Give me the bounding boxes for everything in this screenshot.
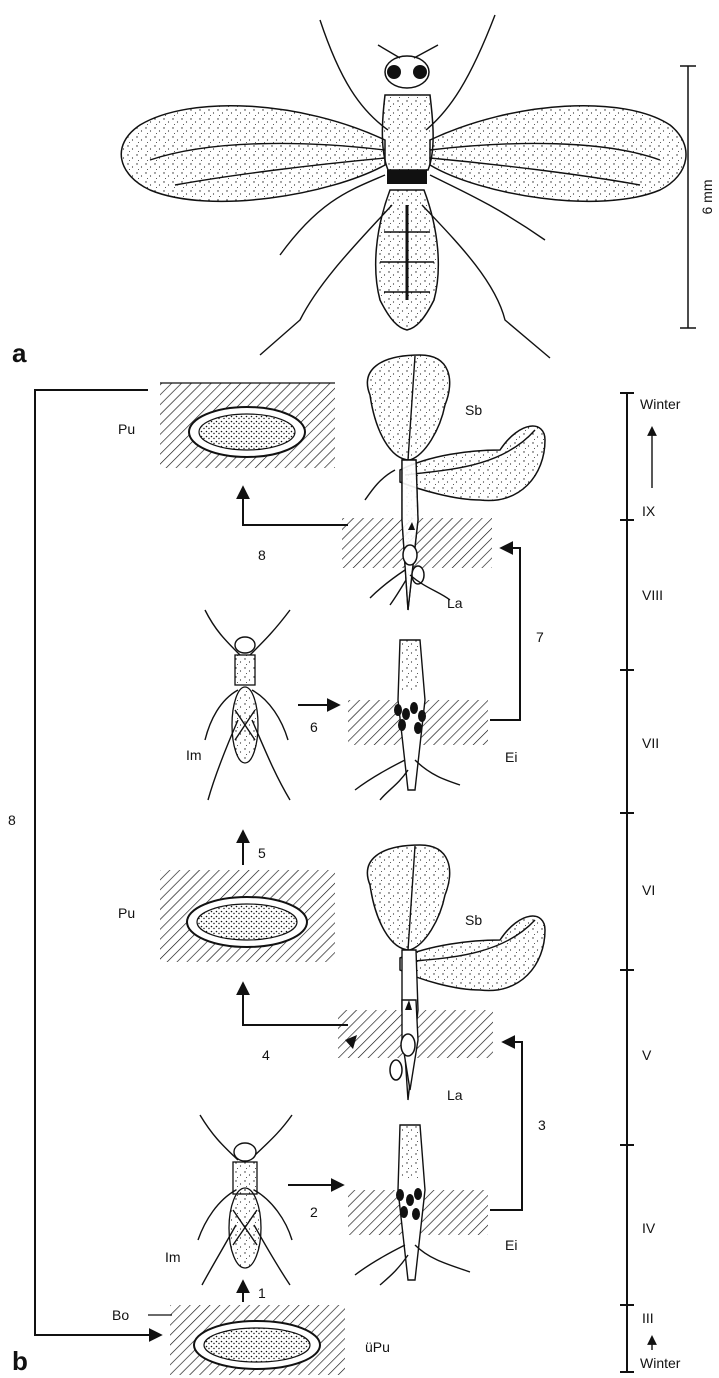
left-wing bbox=[121, 106, 385, 202]
timeline-month-VIII: VIII bbox=[642, 587, 663, 603]
arrow-7 bbox=[490, 548, 520, 720]
plant-upper-illustration bbox=[342, 355, 545, 610]
panel-label-b: b bbox=[12, 1346, 28, 1376]
number-6: 6 bbox=[310, 719, 318, 735]
timeline-month-IV: IV bbox=[642, 1220, 656, 1236]
egg-lower-illustration bbox=[348, 1125, 488, 1285]
label-plant-lower: Sb bbox=[465, 912, 482, 928]
scale-bar: 6 mm bbox=[680, 66, 715, 328]
label-egg-upper: Ei bbox=[505, 749, 517, 765]
number-1: 1 bbox=[258, 1285, 266, 1301]
arrow-3 bbox=[490, 1042, 522, 1210]
timeline-month-VII: VII bbox=[642, 735, 659, 751]
label-imago-upper: Im bbox=[186, 747, 202, 763]
arrow-8-top bbox=[243, 488, 348, 525]
number-8-top: 8 bbox=[258, 547, 266, 563]
overwintering-pupa bbox=[170, 1305, 345, 1375]
timeline-month-V: V bbox=[642, 1047, 652, 1063]
adult-fly-illustration bbox=[121, 15, 686, 358]
label-egg-lower: Ei bbox=[505, 1237, 517, 1253]
label-larva-upper: La bbox=[447, 595, 463, 611]
label-pupa-top: Pu bbox=[118, 421, 135, 437]
timeline-month-VI: VI bbox=[642, 882, 655, 898]
timeline-winter-top: Winter bbox=[640, 396, 681, 412]
arrow-4 bbox=[243, 984, 348, 1025]
right-wing bbox=[430, 106, 686, 202]
number-4: 4 bbox=[262, 1047, 270, 1063]
label-overwintering-pupa: üPu bbox=[365, 1339, 390, 1355]
label-pupa-middle: Pu bbox=[118, 905, 135, 921]
number-8-left: 8 bbox=[8, 812, 16, 828]
imago-lower-illustration bbox=[198, 1115, 292, 1285]
egg-upper-illustration bbox=[348, 640, 488, 800]
timeline-winter-bottom: Winter bbox=[640, 1355, 681, 1371]
arrow-8-loop bbox=[35, 390, 160, 1335]
imago-upper-illustration bbox=[205, 610, 290, 800]
pupa-middle bbox=[160, 870, 335, 962]
timeline-month-IX: IX bbox=[642, 503, 656, 519]
timeline-month-III: III bbox=[642, 1310, 654, 1326]
label-larva-lower: La bbox=[447, 1087, 463, 1103]
number-7: 7 bbox=[536, 629, 544, 645]
label-soil: Bo bbox=[112, 1307, 129, 1323]
scale-bar-label: 6 mm bbox=[699, 180, 715, 215]
panel-label-a: a bbox=[12, 338, 27, 368]
number-5: 5 bbox=[258, 845, 266, 861]
label-plant-upper: Sb bbox=[465, 402, 482, 418]
plant-lower-illustration bbox=[338, 845, 545, 1100]
label-imago-lower: Im bbox=[165, 1249, 181, 1265]
pupa-top bbox=[160, 383, 335, 468]
number-2: 2 bbox=[310, 1204, 318, 1220]
number-3: 3 bbox=[538, 1117, 546, 1133]
